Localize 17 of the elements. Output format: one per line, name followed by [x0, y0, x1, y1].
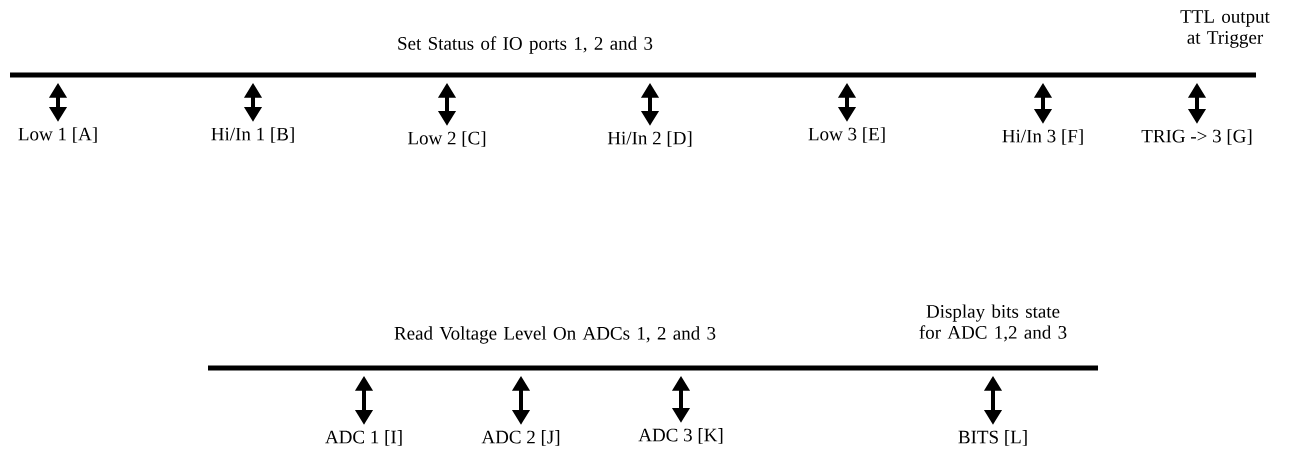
port-label: Hi/In 2 [D] — [607, 131, 692, 147]
heading: Set Status of IO ports 1, 2 and 3 — [398, 36, 653, 54]
heading: Read Voltage Level On ADCs 1, 2 and 3 — [394, 326, 716, 344]
port-label: ADC 3 [K] — [638, 428, 723, 444]
port-label: Hi/In 3 [F] — [1002, 129, 1083, 145]
port-label: Low 3 [E] — [808, 127, 885, 143]
port-label: TRIG -> 3 [G] — [1141, 129, 1252, 145]
port-label: ADC 1 [I] — [325, 430, 402, 446]
port-label: BITS [L] — [958, 430, 1027, 446]
heading: Display bits state for ADC 1,2 and 3 — [919, 304, 1067, 342]
port-label: Low 1 [A] — [18, 127, 97, 143]
bar — [10, 72, 1256, 78]
port-label: ADC 2 [J] — [481, 430, 560, 446]
bar — [208, 365, 1098, 371]
port-label: Hi/In 1 [B] — [211, 127, 294, 143]
heading: TTL output at Trigger — [1180, 10, 1270, 48]
port-label: Low 2 [C] — [408, 131, 486, 147]
